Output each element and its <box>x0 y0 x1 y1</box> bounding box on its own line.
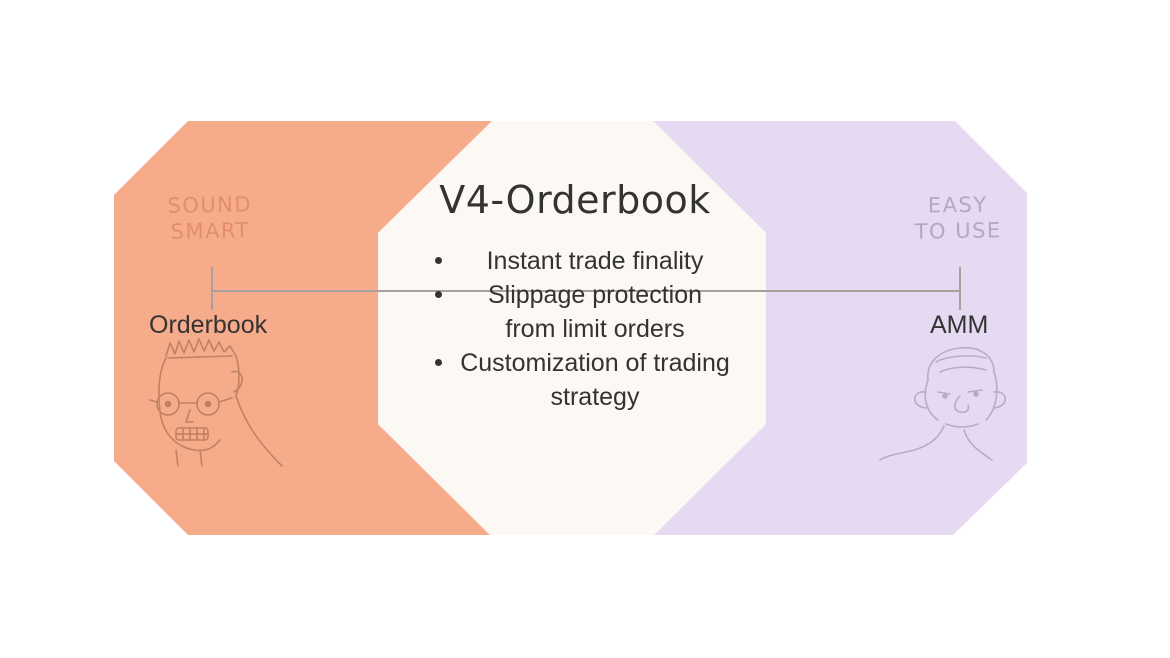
feature-list: Instant trade finality Slippage protecti… <box>420 244 740 414</box>
left-tag-line2: SMART <box>170 218 251 244</box>
right-tag-line1: EASY <box>927 192 988 218</box>
feature-text: Slippage protection from limit orders <box>487 281 703 343</box>
left-tag: SOUND SMART <box>140 191 281 245</box>
feature-text: Customization of trading strategy <box>460 349 730 411</box>
right-tag-line2: TO USE <box>914 218 1002 244</box>
feature-item: Instant trade finality <box>420 244 740 278</box>
right-region <box>653 121 1027 535</box>
left-pole-label: Orderbook <box>149 311 268 339</box>
right-tag: EASY TO USE <box>888 191 1029 245</box>
feature-item: Slippage protection from limit orders <box>420 278 740 346</box>
right-pole-label: AMM <box>930 311 989 339</box>
center-title: V4-Orderbook <box>439 178 711 222</box>
bullet-dot-icon <box>435 359 442 366</box>
feature-item: Customization of trading strategy <box>420 346 740 414</box>
nerd-face-sketch-icon <box>149 338 283 467</box>
feature-text: Instant trade finality <box>486 247 704 275</box>
left-tag-line1: SOUND <box>167 192 253 218</box>
bullet-dot-icon <box>435 291 442 298</box>
center-octagon <box>378 121 766 535</box>
simple-face-sketch-icon <box>879 347 1007 461</box>
bullet-dot-icon <box>435 257 442 264</box>
